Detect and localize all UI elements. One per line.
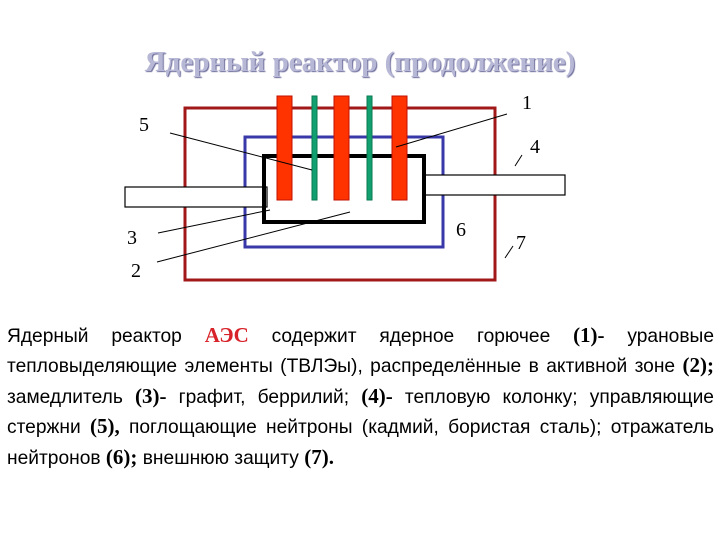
desc-part: графит, беррилий; (166, 386, 362, 408)
fuel-rod (276, 95, 293, 201)
leader-line-4 (514, 154, 523, 167)
leader-line-1 (395, 113, 508, 148)
label-2: 2 (131, 260, 141, 282)
leader-line-3 (157, 209, 271, 234)
label-5: 5 (139, 114, 149, 136)
reactor-diagram: 1 5 4 6 3 7 2 (124, 92, 566, 282)
ref-2: (2); (682, 353, 714, 378)
slide-title: Ядерный реактор (продолжение) (144, 46, 576, 78)
ref-3: (3)- (134, 383, 167, 408)
desc-part: урановые тепловыделяющие элементы (ТВЛЭы… (7, 326, 715, 378)
fuel-rod (391, 95, 408, 201)
leader-line-5 (169, 132, 313, 171)
desc-part: внешнюю защиту (137, 447, 305, 469)
ref-7: (7). (304, 444, 334, 469)
thermal-column-left (124, 186, 268, 208)
thermal-column-right (423, 174, 566, 196)
label-4: 4 (530, 136, 540, 158)
leader-line-7 (504, 245, 514, 259)
ref-6: (6); (105, 444, 138, 469)
aes-highlight: АЭС (204, 323, 249, 347)
label-1: 1 (522, 92, 532, 114)
desc-part: поглощающие нейтроны (кадмий, бористая с… (7, 417, 714, 469)
label-6: 6 (456, 219, 466, 241)
control-rod (311, 95, 318, 201)
desc-part: содержит ядерное горючее (248, 326, 574, 347)
label-7: 7 (516, 232, 526, 254)
leader-line-2 (156, 211, 351, 263)
fuel-rod (333, 95, 350, 201)
ref-4: (4)- (361, 383, 393, 408)
control-rod (366, 95, 373, 201)
desc-part: тепловую колонку; управляющие стержни (7, 386, 714, 439)
desc-part: замедлитель (7, 386, 135, 408)
label-3: 3 (127, 227, 137, 249)
desc-part: Ядерный реактор (7, 326, 205, 347)
description-text: Ядерный реактор АЭС содержит ядерное гор… (7, 321, 714, 473)
ref-5: (5), (89, 414, 120, 439)
ref-1: (1)- (573, 323, 605, 347)
